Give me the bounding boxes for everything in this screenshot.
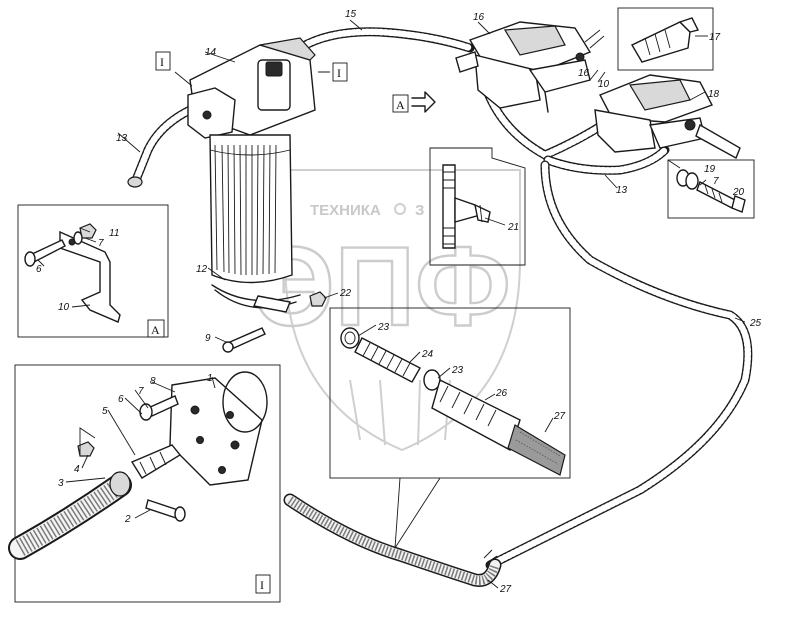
label-7b: 7 [713, 176, 719, 187]
label-21: 21 [507, 222, 519, 233]
label-22: 22 [339, 288, 352, 299]
label-26: 26 [495, 388, 508, 399]
hose-to-tee [480, 80, 615, 161]
label-6: 6 [118, 394, 124, 405]
watermark: ТЕХНИКА З ЭПФ [254, 169, 521, 452]
label-27a: 27 [499, 584, 512, 595]
part-labels: 1 2 3 4 5 6 6 7 7 7 8 9 10 10 11 12 13 1… [36, 9, 762, 595]
filter-bowl [209, 134, 293, 284]
watermark-wheat [349, 379, 451, 446]
section-mark-left [155, 51, 171, 71]
bleed-screw [265, 61, 283, 77]
label-14: 14 [205, 47, 217, 58]
fuel-filter [174, 37, 330, 353]
label-19: 19 [704, 164, 716, 175]
label-25: 25 [749, 318, 762, 329]
section-mark-right [332, 62, 348, 82]
nut-22 [309, 291, 327, 307]
inset-a-label: A [151, 323, 160, 337]
nipple-5 [130, 444, 182, 479]
label-10a: 10 [598, 79, 610, 90]
clamp-ring [211, 284, 301, 302]
label-17: 17 [709, 32, 721, 43]
inset-one-label: I [260, 578, 264, 592]
label-9: 9 [205, 333, 211, 344]
fitting-17-inset [617, 7, 714, 71]
label-3: 3 [58, 478, 64, 489]
label-11: 11 [109, 228, 119, 239]
section-right-label: I [337, 66, 341, 80]
view-mark-labels: A A I I I [151, 55, 405, 592]
inset-a-mark [147, 319, 165, 338]
label-4: 4 [74, 464, 80, 475]
label-15: 15 [345, 9, 357, 20]
watermark-text-2: З [415, 202, 424, 219]
label-16: 16 [473, 12, 485, 23]
bolt-20-inset [667, 159, 755, 219]
label-23: 23 [377, 322, 390, 333]
watermark-text: ТЕХНИКА [310, 202, 381, 219]
injector-unit-18 [594, 74, 741, 159]
view-arrow-a [392, 91, 436, 113]
inset-one-mark [255, 574, 271, 594]
bracket-10 [59, 230, 121, 323]
hose-27 [283, 493, 502, 587]
label-5: 5 [102, 406, 108, 417]
watermark-shield [284, 169, 521, 452]
label-7a: 7 [98, 238, 104, 249]
label-27: 27 [553, 411, 566, 422]
label-10: 10 [58, 302, 70, 313]
label-2: 2 [124, 514, 131, 525]
label-23a: 23 [451, 365, 464, 376]
gasket-1 [222, 371, 268, 433]
detail-inset-hose-end [329, 307, 571, 549]
label-16a: 16 [578, 68, 590, 79]
label-18: 18 [708, 89, 720, 100]
injector-unit-16 [455, 21, 605, 113]
hose-13-left [127, 105, 195, 188]
tee-21-inset [429, 147, 526, 266]
watermark-big-text: ЭПФ [255, 224, 511, 349]
label-1: 1 [207, 373, 213, 384]
label-13: 13 [116, 133, 128, 144]
leader-lines [37, 19, 746, 589]
inset-one [8, 364, 281, 603]
watermark-gear-icon [394, 203, 406, 215]
section-left-label: I [160, 55, 164, 69]
label-20: 20 [732, 187, 745, 198]
arrow-a-label: A [396, 98, 405, 112]
hose-25 [485, 160, 753, 570]
label-6a: 6 [36, 264, 42, 275]
plate-8 [169, 377, 263, 486]
label-7: 7 [138, 386, 144, 397]
label-8: 8 [150, 376, 156, 387]
label-24: 24 [421, 349, 434, 360]
label-13a: 13 [616, 185, 628, 196]
hose-15 [295, 27, 475, 53]
hose-13-right [543, 145, 670, 175]
inset-a [17, 204, 169, 338]
label-12: 12 [196, 264, 208, 275]
